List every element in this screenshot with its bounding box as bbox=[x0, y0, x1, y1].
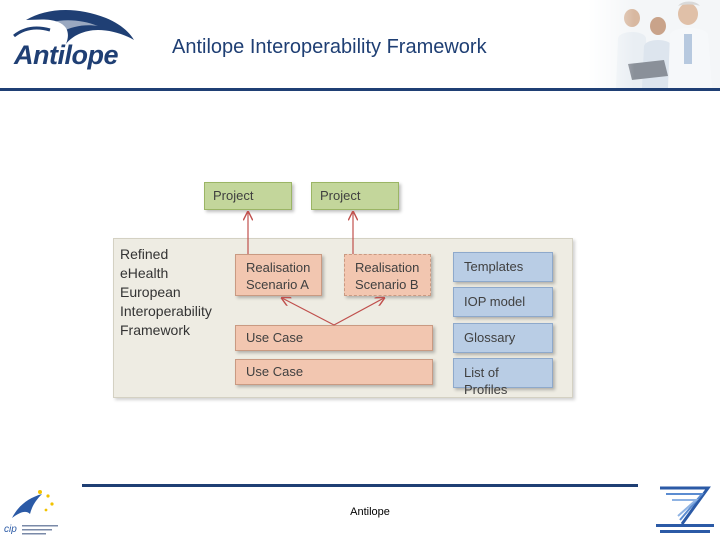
framework-label-line: Interoperability bbox=[120, 303, 212, 319]
fp7-logo bbox=[656, 486, 714, 533]
resource-box: Glossary bbox=[453, 323, 553, 353]
framework-label-line: Refined bbox=[120, 246, 169, 262]
use-case-box: Use Case bbox=[235, 325, 433, 351]
framework-label-line: eHealth bbox=[120, 265, 169, 281]
antilope-logo bbox=[13, 9, 134, 44]
svg-text:cip: cip bbox=[4, 524, 17, 535]
use-case-label: Use Case bbox=[246, 330, 304, 345]
resource-box: List of Profiles bbox=[453, 358, 553, 397]
footer-rule bbox=[82, 484, 638, 487]
header-rule bbox=[0, 88, 720, 91]
use-case-box: Use Case bbox=[235, 359, 433, 385]
scenario-line: Realisation bbox=[246, 260, 311, 275]
resource-box: Templates bbox=[453, 252, 553, 282]
framework-label-line: European bbox=[120, 284, 181, 300]
resource-label: Templates bbox=[464, 259, 524, 274]
project-box: Project bbox=[311, 182, 399, 210]
resource-label: IOP model bbox=[464, 294, 526, 309]
resource-label: List of Profiles bbox=[464, 365, 508, 397]
logo-text: Antilope bbox=[14, 40, 119, 70]
scenario-box: Realisation Scenario A bbox=[235, 254, 322, 296]
scenario-line: Scenario B bbox=[355, 277, 419, 292]
slide-title: Antilope Interoperability Framework bbox=[172, 36, 487, 58]
scenario-line: Realisation bbox=[355, 260, 420, 275]
project-box: Project bbox=[204, 182, 292, 210]
doctors-photo bbox=[588, 0, 720, 88]
scenario-line: Scenario A bbox=[246, 277, 309, 292]
scenario-box: Realisation Scenario B bbox=[344, 254, 431, 296]
resource-label: Glossary bbox=[464, 330, 516, 345]
header: Antilope Antilope Interoperability Frame… bbox=[0, 0, 720, 90]
footer-text: Antilope bbox=[350, 506, 390, 518]
framework-label-line: Framework bbox=[120, 322, 191, 338]
resource-box: IOP model bbox=[453, 287, 553, 317]
project-label: Project bbox=[320, 188, 361, 203]
use-case-label: Use Case bbox=[246, 364, 304, 379]
framework-label: Refined eHealth European Interoperabilit… bbox=[120, 245, 232, 340]
project-label: Project bbox=[213, 188, 254, 203]
cip-logo: cip bbox=[4, 490, 58, 535]
